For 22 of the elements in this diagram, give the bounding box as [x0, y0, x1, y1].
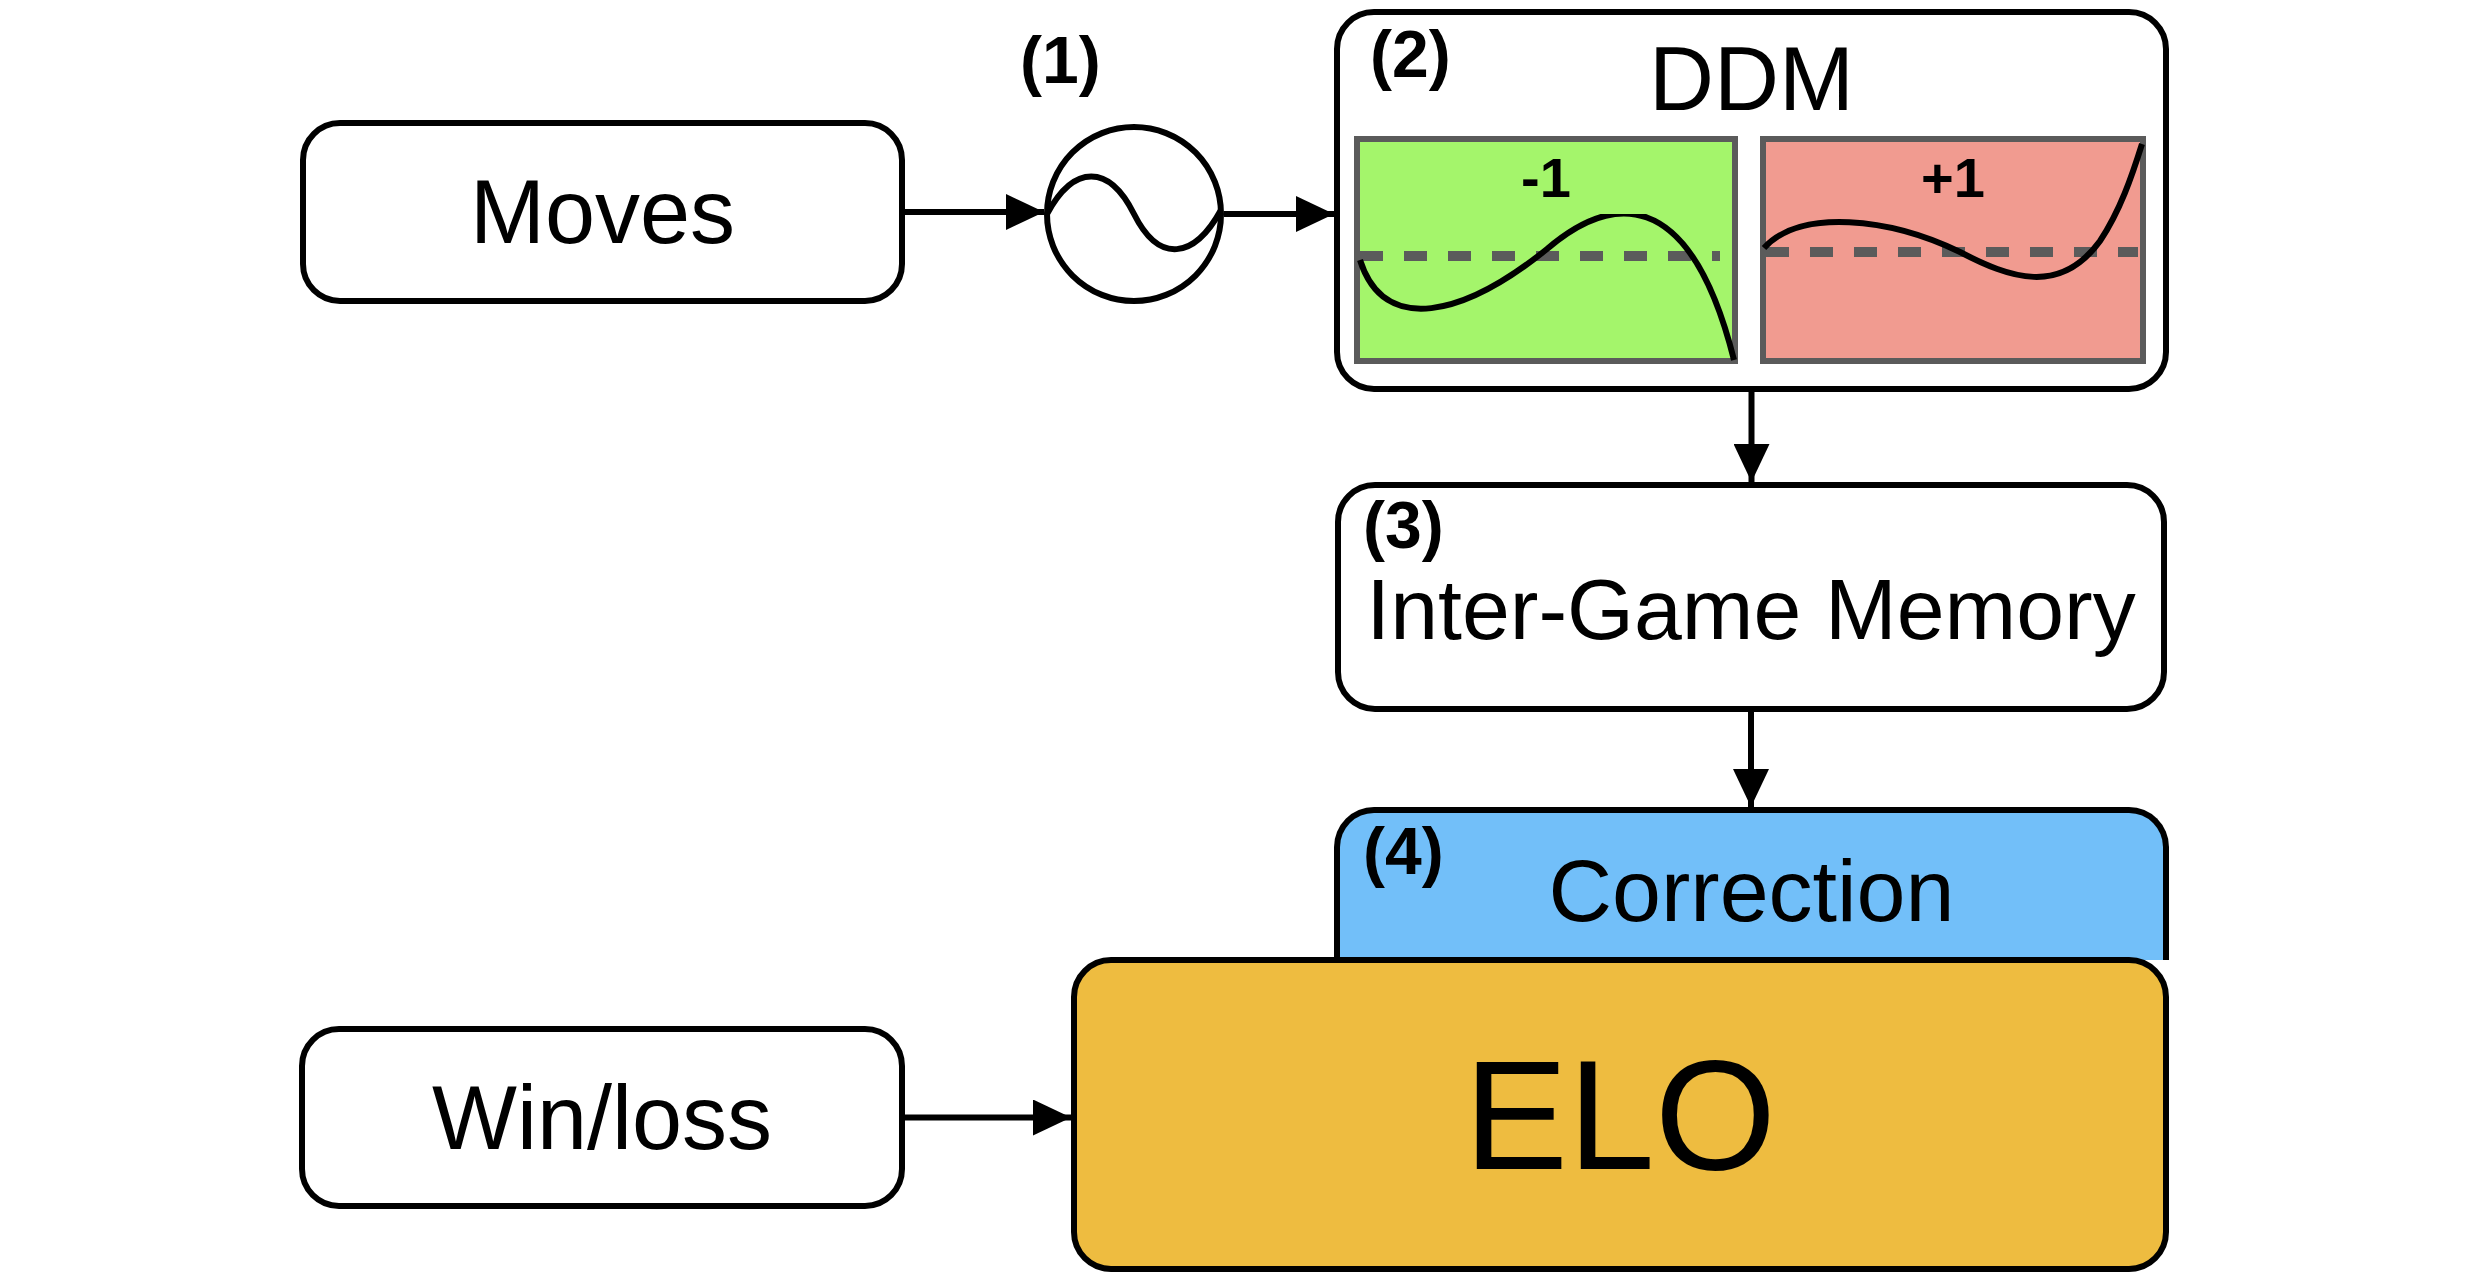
box-title: DDM: [1649, 34, 1854, 124]
box-label: Moves: [469, 167, 736, 257]
process-box: [1335, 482, 2167, 712]
arrow: [1224, 196, 1334, 232]
panel-label: -1: [1521, 150, 1571, 206]
box-label: Win/loss: [431, 1072, 773, 1163]
plot-panel: [1760, 136, 2146, 364]
arrow: [1733, 392, 1770, 482]
process-box: [1071, 957, 2169, 1272]
process-box: [1334, 807, 2169, 960]
plot-panel: [1354, 136, 1738, 364]
box-label: Correction: [1548, 847, 1955, 935]
box-label: Inter-Game Memory: [1366, 561, 2136, 659]
process-box: [299, 1026, 905, 1209]
arrow: [905, 1099, 1071, 1136]
arrow: [905, 194, 1044, 230]
process-box: [1334, 9, 2169, 392]
process-box: [300, 120, 905, 304]
sine-source-symbol: [1044, 124, 1224, 304]
panel-label: +1: [1921, 150, 1985, 206]
arrow: [1733, 712, 1769, 807]
box-label: ELO: [1463, 1036, 1777, 1193]
